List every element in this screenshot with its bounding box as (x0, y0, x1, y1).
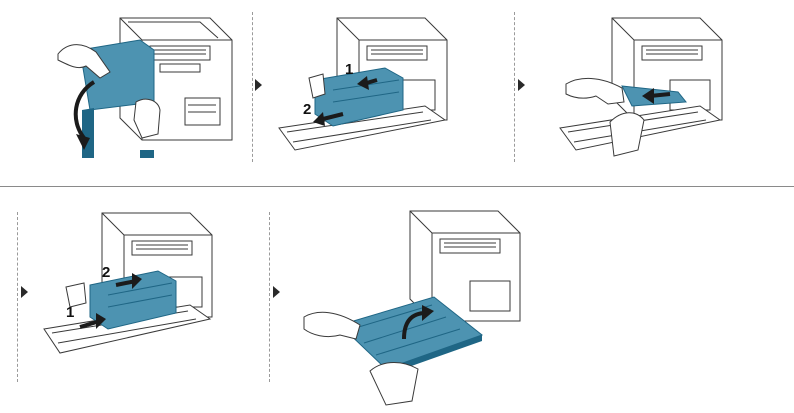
printer-illustration (57, 17, 233, 158)
step-number-label: 1 (345, 61, 353, 78)
step-divider (269, 212, 270, 382)
hands (303, 311, 419, 406)
step-number-label: 2 (102, 264, 110, 281)
arrow-head (132, 273, 142, 289)
hands (57, 44, 161, 139)
toner-cartridge (89, 270, 177, 330)
printer-illustration: 1 2 (278, 17, 448, 151)
printer-illustration: 2 1 (43, 212, 213, 354)
step-divider (514, 12, 515, 162)
step-4-reinsert-toner: 2 1 (40, 205, 260, 365)
next-step-arrow (518, 79, 525, 91)
arrow-head (313, 112, 325, 126)
arrow-head (422, 305, 434, 321)
step-2-remove-toner: 1 2 (275, 10, 505, 160)
step-divider (252, 12, 253, 162)
next-step-arrow (21, 286, 28, 298)
hands (308, 73, 326, 99)
next-step-arrow (255, 79, 262, 91)
printer-body (409, 210, 521, 322)
printer-illustration (303, 210, 521, 406)
arrow-head (642, 88, 654, 104)
hands (565, 78, 645, 157)
step-number-label: 1 (66, 304, 74, 321)
arrow-head (76, 134, 90, 150)
step-divider (17, 212, 18, 382)
printer-illustration (559, 17, 723, 157)
rotate-arrow (73, 80, 96, 140)
arrow-head (96, 313, 106, 329)
next-step-arrow (273, 286, 280, 298)
row-divider (0, 186, 794, 187)
step-number-label: 2 (303, 101, 311, 118)
step-5-close-cover (300, 205, 560, 406)
step-1-open-cover (50, 10, 240, 160)
hands (65, 282, 87, 308)
step-3-pull-paper (559, 10, 780, 160)
arrow-head (357, 76, 369, 90)
